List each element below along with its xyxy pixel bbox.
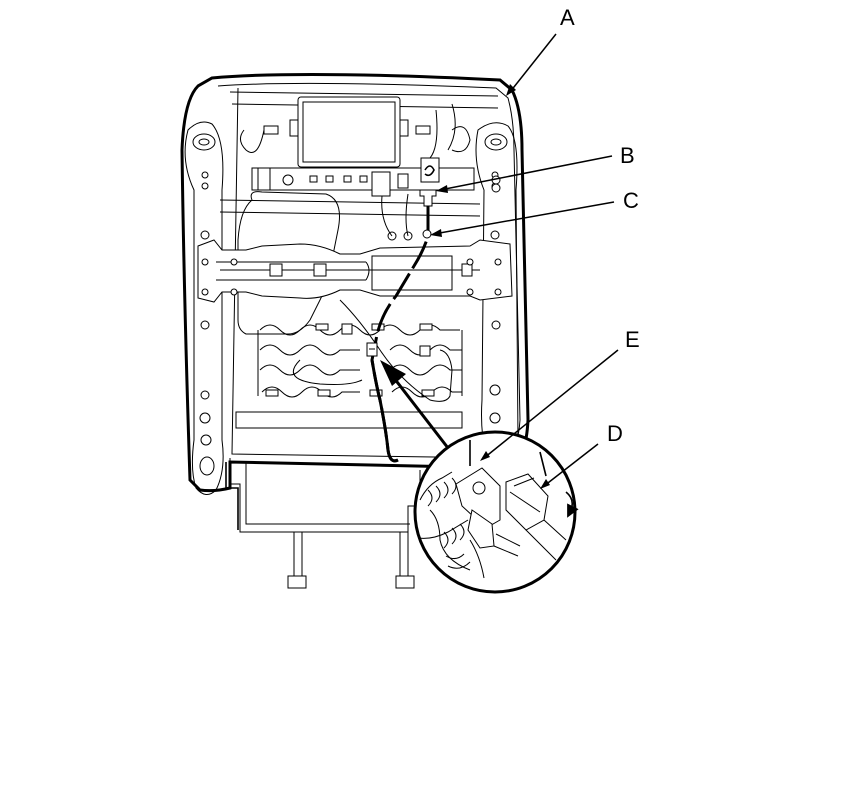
corrugated-tube: [417, 471, 485, 579]
clip-c: [422, 229, 432, 239]
front-leg-left: [287, 532, 307, 589]
detail-pointer-arrow: [380, 360, 450, 449]
bracket-e: [455, 467, 521, 557]
main-wire-harness: [370, 206, 430, 463]
cushion-pad: [237, 191, 340, 335]
left-side-rail: [184, 121, 224, 495]
detail-circle: [413, 430, 579, 594]
control-unit: [240, 96, 471, 168]
connector-b: [419, 157, 440, 207]
callout-e: E: [625, 327, 640, 352]
middle-cross-bracket: [197, 231, 513, 303]
front-tray: [225, 458, 421, 533]
connector-d: [505, 473, 579, 561]
callout-c: C: [623, 188, 639, 213]
front-cross-rail: [219, 167, 501, 217]
callout-a: A: [560, 5, 575, 30]
callout-d: D: [607, 421, 623, 446]
leader-lines: [430, 33, 619, 489]
callout-b: B: [620, 143, 635, 168]
front-leg-right: [395, 532, 415, 589]
seat-springs: [235, 323, 463, 429]
harness-connector-lower: [366, 342, 378, 357]
